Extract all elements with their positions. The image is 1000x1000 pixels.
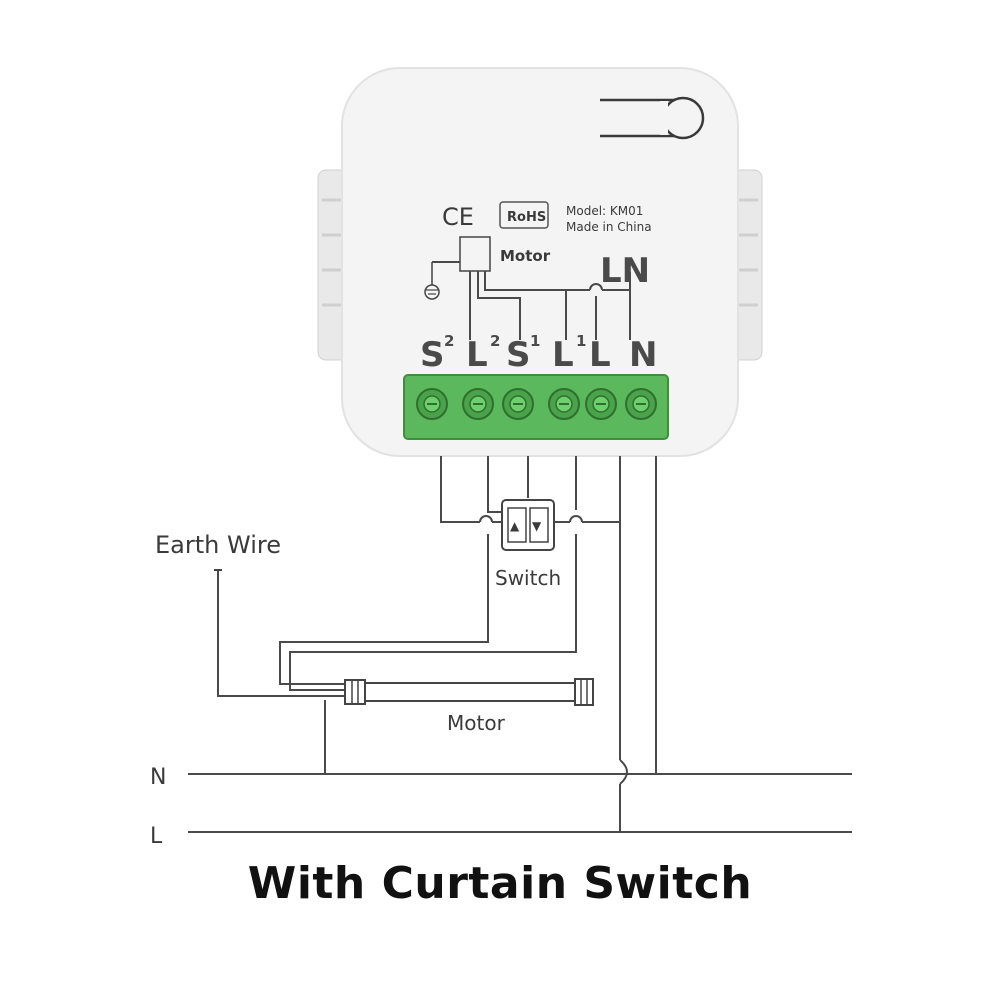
diagram-caption: With Curtain Switch	[247, 858, 753, 909]
terminal-label-2: L	[466, 335, 488, 375]
tubular-motor	[344, 678, 594, 706]
neutral-line-label: N	[150, 765, 166, 790]
switch-up-button	[507, 507, 527, 543]
motor-label: Motor	[447, 711, 506, 735]
terminal-label-1-superscript: 2	[444, 332, 454, 350]
terminal-label-4: L	[552, 335, 574, 375]
terminal-label-6: N	[629, 335, 657, 375]
smart-module: CE RoHS Model: KM01 Made in China Motor …	[317, 67, 763, 457]
wire-s1-to-motor	[279, 534, 489, 685]
terminal-screws	[416, 388, 657, 420]
external-wiring: ▲ ▼ Switch Earth Wire Motor N L	[150, 456, 852, 849]
switch-down-arrow-icon: ▼	[532, 519, 542, 533]
rohs-badge: RoHS	[507, 210, 546, 225]
internal-schematic: Motor LN	[424, 236, 650, 340]
module-body	[341, 67, 739, 457]
terminal-label-2-superscript: 2	[490, 332, 500, 350]
wire-l2	[487, 456, 505, 513]
switch-up-arrow-icon: ▲	[510, 519, 520, 533]
live-line-label: L	[150, 824, 163, 849]
ce-mark: CE	[442, 203, 474, 231]
rohs-badge-box	[499, 201, 549, 229]
internal-motor-label: Motor	[500, 247, 551, 265]
terminal-label-5: L	[589, 335, 611, 375]
switch-down-button	[529, 507, 549, 543]
wire-s2	[440, 456, 480, 523]
internal-motor-box	[459, 236, 491, 272]
ground-symbol-icon	[424, 284, 440, 300]
terminal-label-3-superscript: 1	[530, 332, 540, 350]
earth-wire	[217, 570, 345, 697]
pairing-button-icon	[661, 96, 705, 140]
switch-label: Switch	[495, 566, 561, 590]
internal-ln-label: LN	[600, 251, 650, 291]
terminal-label-3: S	[506, 335, 531, 375]
model-text: Model: KM01	[566, 204, 643, 218]
earth-wire-label: Earth Wire	[155, 531, 281, 559]
origin-text: Made in China	[566, 220, 652, 234]
terminal-label-4-superscript: 1	[576, 332, 586, 350]
terminal-label-1: S	[420, 335, 445, 375]
